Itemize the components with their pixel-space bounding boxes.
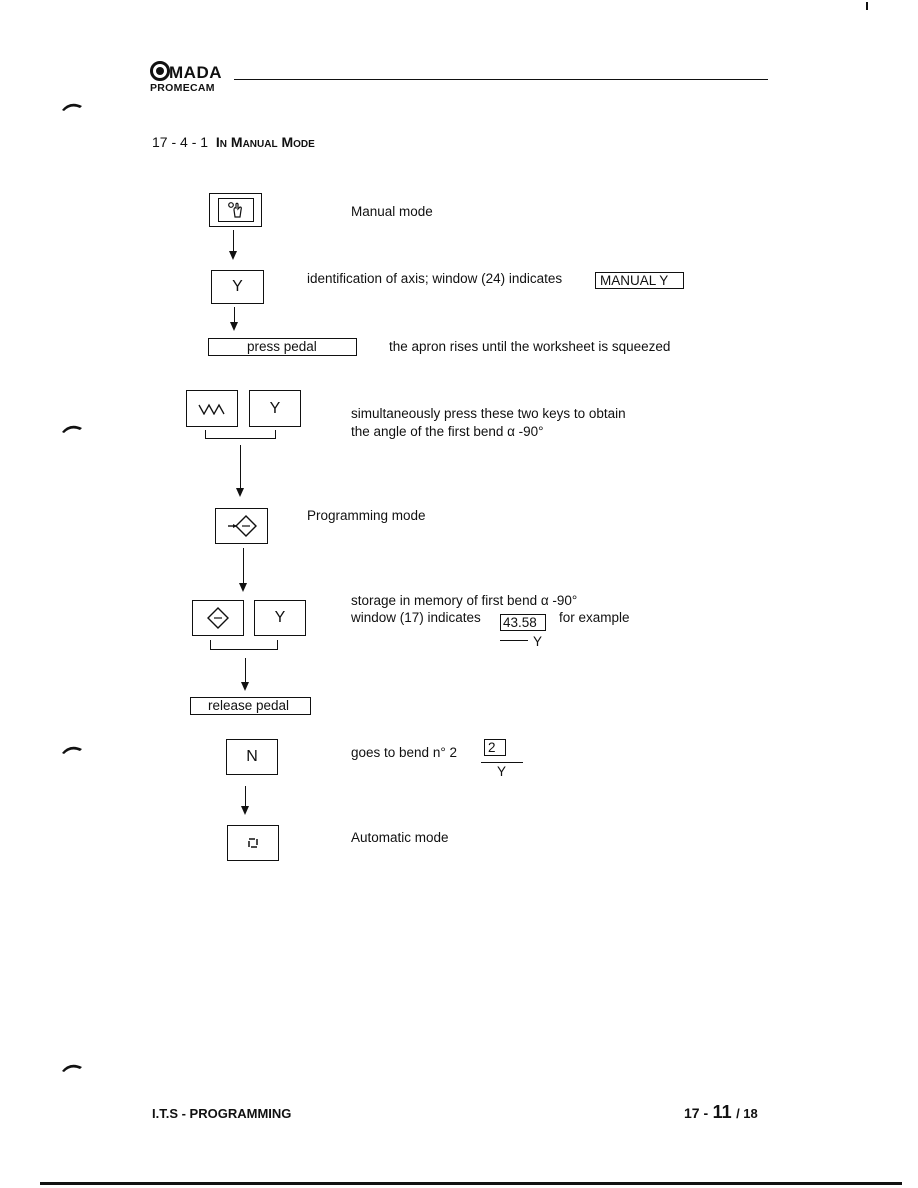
flow-line [243,548,244,583]
manual-key-inner [217,198,254,222]
automatic-mode-key[interactable] [227,825,279,861]
programming-mode-desc: Programming mode [307,508,426,523]
simul-desc-line1: simultaneously press these two keys to o… [351,406,626,421]
bend-desc: goes to bend n° 2 [351,745,457,760]
bracket-left [210,640,211,649]
brand-name: MADA [169,63,222,82]
diamond-arrow-icon [227,515,257,537]
page-prefix: 17 - [684,1105,709,1121]
bracket-right [275,430,276,438]
programming-mode-key[interactable] [215,508,268,544]
axis-desc: identification of axis; window (24) indi… [307,271,563,286]
axis-underline [500,640,528,641]
bracket-right [277,640,278,649]
axis-window-display: MANUAL Y [595,272,684,289]
margin-mark [62,103,82,111]
bracket-left [205,430,206,438]
flow-line [245,786,246,807]
press-pedal-desc: the apron rises until the worksheet is s… [389,339,671,354]
flow-arrow [241,682,249,691]
section-number: 17 - 4 - 1 [152,134,209,150]
margin-mark [62,1064,82,1072]
section-title: In Manual Mode [215,134,315,150]
store-desc-line2: window (17) indicates [351,610,481,625]
header: MADA PROMECAM [150,58,770,94]
hand-icon [227,202,242,218]
section-heading: 17 - 4 - 1 In Manual Mode [152,133,315,151]
margin-mark [62,746,82,754]
flow-arrow [241,806,249,815]
store-window-display: 43.58 [500,614,546,631]
header-rule [234,79,768,80]
footer-left: I.T.S - PROGRAMMING [152,1106,292,1121]
bend-axis-label: Y [497,764,507,779]
margin-mark [62,425,82,433]
flow-arrow [239,583,247,592]
flow-arrow [229,251,237,260]
corner-tick [866,2,868,10]
cycle-icon [248,838,258,848]
release-pedal-action[interactable]: release pedal [190,697,311,715]
sub-brand: PROMECAM [150,82,215,94]
manual-mode-key[interactable] [209,193,262,227]
angle-key[interactable] [186,390,238,427]
flow-line [240,445,241,489]
bend-window-display: 2 [484,739,506,756]
store-desc-suffix: for example [559,610,630,625]
automatic-mode-desc: Automatic mode [351,830,449,845]
store-key[interactable] [192,600,244,636]
manual-mode-desc: Manual mode [351,204,433,219]
flow-line [233,230,234,251]
page-number: 17 - 11 / 18 [684,1102,758,1123]
diamond-icon [207,607,229,629]
y-axis-key-store[interactable]: Y [254,600,306,636]
zigzag-icon [198,403,225,415]
press-pedal-action[interactable]: press pedal [208,338,357,356]
store-axis-label: Y [533,634,543,649]
flow-arrow [230,322,238,331]
y-axis-key[interactable]: Y [211,270,264,304]
simul-desc-line2: the angle of the first bend α -90° [351,424,544,439]
amada-circle-logo [150,61,170,81]
page-main: 11 [712,1102,732,1122]
footer-rule [40,1182,902,1185]
flow-line [234,307,235,323]
flow-line [245,658,246,683]
y-axis-key-simul[interactable]: Y [249,390,301,427]
axis-underline [481,762,523,763]
flow-arrow [236,488,244,497]
bracket-bottom [205,438,276,439]
bracket-bottom [210,649,278,650]
next-bend-key[interactable]: N [226,739,278,775]
page-total: / 18 [736,1106,758,1121]
store-desc-line1: storage in memory of first bend α -90° [351,593,578,608]
